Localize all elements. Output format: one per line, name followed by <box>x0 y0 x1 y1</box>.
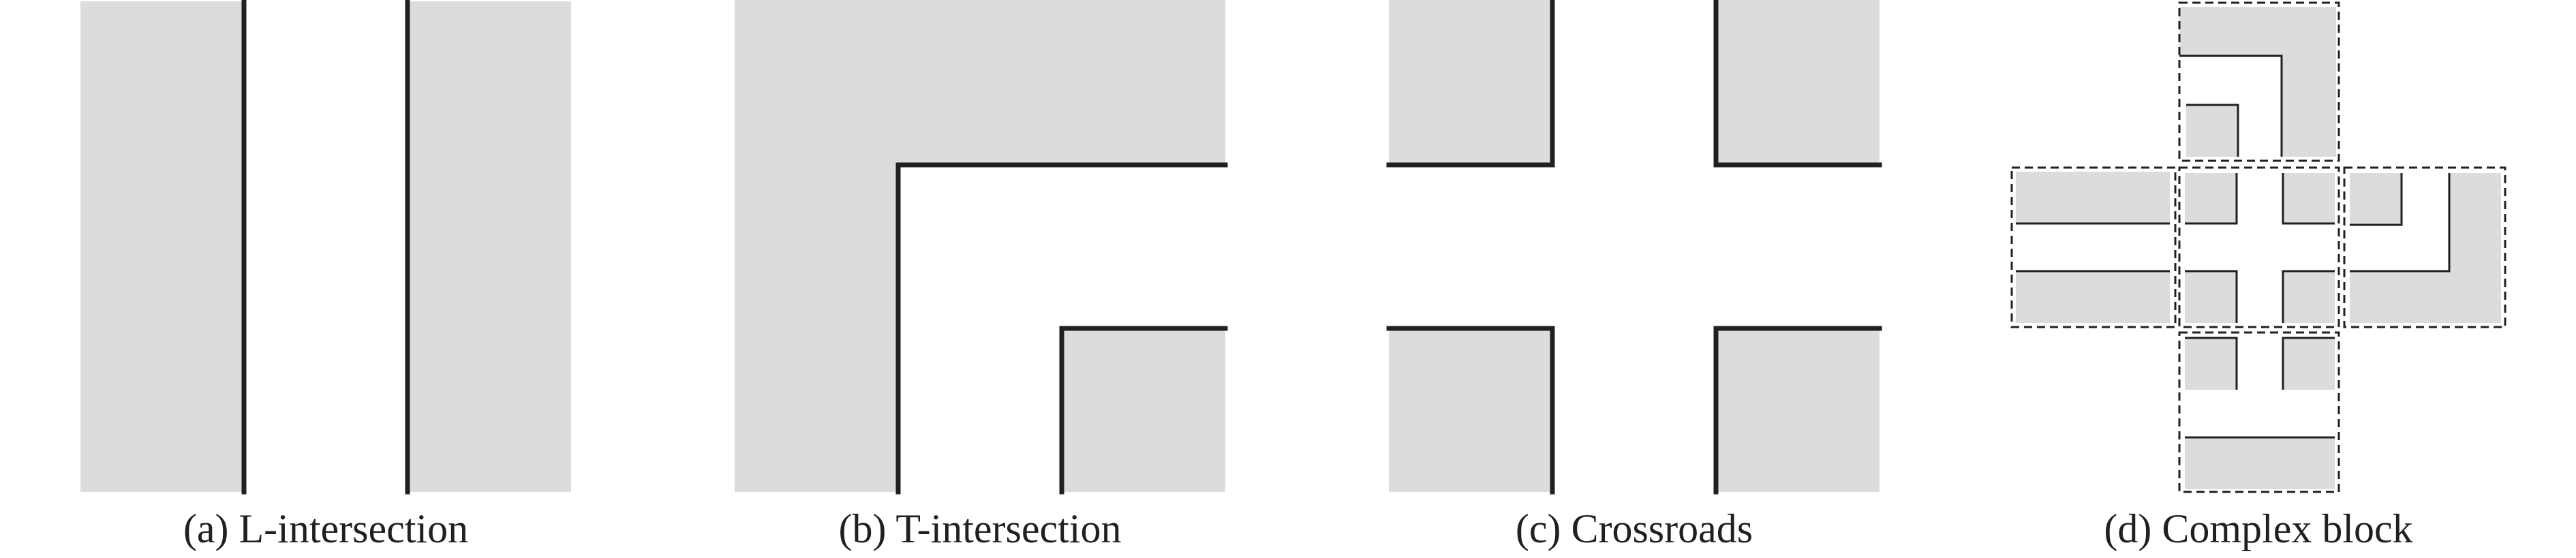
panel-t-intersection <box>735 0 1228 495</box>
center-br-wall <box>2282 270 2335 323</box>
caption-t-intersection: (b) T-intersection <box>838 506 1122 551</box>
center-tr-block <box>2283 173 2335 223</box>
center-tr-wall <box>2282 173 2335 225</box>
right-arm-small-block <box>2350 173 2402 225</box>
bottom-arm-left-wall <box>2185 337 2238 390</box>
bottom-right-block <box>1716 328 1880 492</box>
small-block <box>1062 328 1225 492</box>
right-arm-l-block <box>2350 173 2501 323</box>
top-left-wall <box>1386 0 1555 168</box>
panel-complex-block <box>2010 1 2506 493</box>
bottom-arm-left-block <box>2185 338 2237 390</box>
top-arm-outline <box>2178 1 2340 162</box>
center-tl-block <box>2185 173 2237 223</box>
right-arm-l-wall <box>2350 173 2451 273</box>
corner-wall <box>895 162 1228 495</box>
right-block <box>408 1 571 492</box>
left-block <box>80 1 244 492</box>
center-bl-block <box>2185 271 2237 323</box>
caption-l-intersection: (a) L-intersection <box>183 506 469 551</box>
caption-complex-block: (d) Complex block <box>2104 506 2413 551</box>
corner-block <box>735 0 1225 492</box>
top-arm-l-wall <box>2179 55 2283 157</box>
center-br-block <box>2283 271 2335 323</box>
left-arm-bottom-block <box>2016 271 2170 323</box>
left-arm-top-block <box>2016 172 2170 223</box>
left-arm-outline <box>2010 166 2177 328</box>
bottom-right-wall <box>1713 326 1882 495</box>
top-right-block <box>1716 0 1880 165</box>
bottom-arm-right-block <box>2283 338 2335 390</box>
caption-crossroads: (c) Crossroads <box>1515 506 1753 551</box>
top-arm-small-block <box>2186 105 2238 157</box>
top-left-block <box>1389 0 1552 165</box>
bottom-arm-outline <box>2178 331 2340 493</box>
bottom-left-block <box>1389 328 1552 492</box>
bottom-arm-right-wall <box>2282 337 2335 390</box>
right-arm-outline <box>2343 166 2506 328</box>
right-arm-small-wall <box>2350 173 2403 226</box>
top-arm-small-wall <box>2186 104 2239 157</box>
panel-l-intersection <box>80 0 571 495</box>
bottom-arm-bottom-block <box>2185 437 2335 489</box>
top-right-wall <box>1713 0 1882 168</box>
panel-crossroads <box>1386 0 1882 495</box>
bottom-left-wall <box>1386 326 1555 495</box>
center-bl-wall <box>2185 270 2238 323</box>
center-outline <box>2178 166 2340 328</box>
top-arm-l-block <box>2179 7 2336 157</box>
center-tl-wall <box>2185 173 2238 225</box>
small-block-wall <box>1059 326 1228 495</box>
